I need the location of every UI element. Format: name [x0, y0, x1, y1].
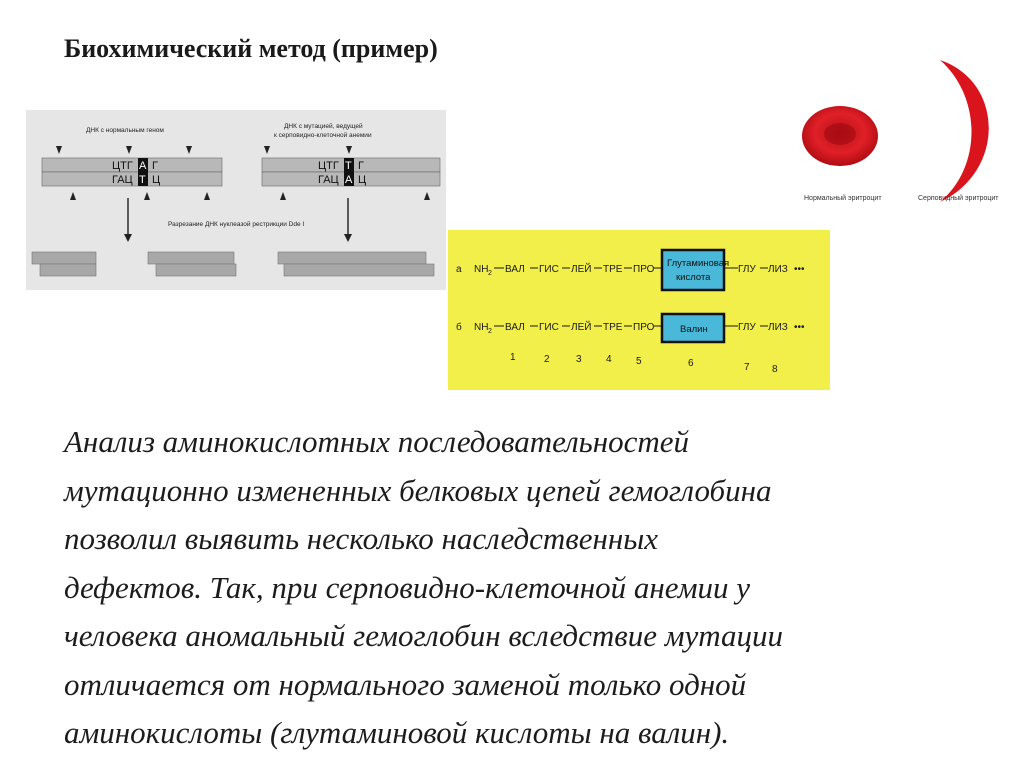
body-line-4: дефектов. Так, при серповидно-клеточной …: [64, 569, 750, 605]
body-line-1: Анализ аминокислотных последовательносте…: [64, 424, 690, 459]
erythrocyte-diagram: Нормальный эритроцит Серповидный эритроц…: [802, 60, 999, 202]
position-number-8: 8: [772, 364, 778, 375]
body-line-7: аминокислоты (глутаминовой кислоты на ва…: [64, 715, 730, 750]
row-a-residue-1: ВАЛ: [505, 264, 525, 275]
protein-chain-figure: а NH 2 ВАЛ ГИС ЛЕЙ ТРЕ ПРО Глутаминовая …: [448, 230, 830, 390]
sickle-erythrocyte-caption: Серповидный эритроцит: [918, 194, 999, 202]
body-paragraph: Анализ аминокислотных последовательносте…: [64, 418, 1004, 758]
dna-normal-strand-bottom: [41, 171, 223, 187]
row-a-box-line-1: Глутаминовая: [667, 258, 729, 269]
dna-mutant-mark-bottom: А: [345, 174, 353, 186]
dna-fragments: [31, 251, 435, 277]
row-a-start: NH: [474, 264, 488, 275]
row-b-start: NH: [474, 322, 488, 333]
sickle-erythrocyte-icon: [940, 60, 989, 202]
dna-mutant-label-2: к серповидно-клеточной анемии: [274, 131, 372, 139]
position-number-5: 5: [636, 356, 642, 367]
dna-mutant-seq-bottom-end: Ц: [358, 174, 366, 186]
row-a-marker: а: [456, 264, 462, 275]
cut-arrows: [124, 198, 352, 242]
normal-erythrocyte-center: [824, 123, 856, 145]
row-a-tail-1: ГЛУ: [738, 264, 756, 275]
dna-normal-mark-bottom: Т: [139, 174, 146, 186]
row-a-residue-3: ЛЕЙ: [571, 262, 591, 275]
body-line-2: мутационно измененных белковых цепей гем…: [64, 472, 772, 508]
row-b-residue-3: ЛЕЙ: [571, 320, 591, 333]
position-number-4: 4: [606, 354, 612, 365]
dna-restriction-figure: ДНК с нормальным геном ДНК с мутацией, в…: [26, 110, 446, 290]
row-b-residue-2: ГИС: [539, 322, 559, 333]
position-number-6: 6: [688, 358, 694, 369]
row-a-residue-4: ТРЕ: [603, 264, 623, 275]
row-a-residue-2: ГИС: [539, 264, 559, 275]
row-a-highlight-box: [660, 248, 726, 292]
row-b-tail-2: ЛИЗ: [768, 322, 788, 333]
dna-normal-label: ДНК с нормальным геном: [86, 127, 164, 134]
row-a-residue-5: ПРО: [633, 264, 655, 275]
dna-normal-seq-top: ЦТГ: [112, 160, 133, 172]
cut-label: Разрезание ДНК нуклеазой рестрикции Dde …: [168, 220, 304, 228]
row-b-residue-5: ПРО: [633, 322, 655, 333]
row-b-tail-1: ГЛУ: [738, 322, 756, 333]
dna-normal-mutation-site: [138, 158, 148, 186]
row-b-box-line-1: Валин: [680, 324, 708, 335]
dna-mutant-label-1: ДНК с мутацией, ведущей: [284, 122, 363, 130]
row-a-dots: •••: [794, 264, 805, 275]
dna-mutant-seq-top-end: Г: [358, 160, 364, 172]
protein-diagram: а NH 2 ВАЛ ГИС ЛЕЙ ТРЕ ПРО Глутаминовая …: [456, 248, 805, 375]
dna-normal-seq-top-end: Г: [152, 160, 158, 172]
row-a-start-sub: 2: [488, 270, 492, 277]
restriction-site-markers-top: [56, 146, 352, 154]
body-line-5: человека аномальный гемоглобин вследстви…: [64, 618, 784, 653]
dna-normal-mark-top: А: [139, 160, 147, 172]
row-b-marker: б: [456, 321, 462, 333]
position-number-3: 3: [576, 354, 582, 365]
erythrocyte-illustrations: Нормальный эритроцит Серповидный эритроц…: [790, 52, 1010, 212]
dna-normal-seq-bottom: ГАЦ: [112, 174, 133, 186]
position-number-1: 1: [510, 352, 516, 363]
row-b-residue-1: ВАЛ: [505, 322, 525, 333]
restriction-site-markers-bottom: [70, 192, 430, 200]
row-b-residue-4: ТРЕ: [603, 322, 623, 333]
slide-title: Биохимический метод (пример): [64, 34, 438, 63]
dna-mutant-seq-top: ЦТГ: [318, 160, 339, 172]
body-line-3: позволил выявить несколько наследственны…: [64, 521, 659, 556]
row-b-highlight-box: [660, 312, 726, 344]
dna-mutant-seq-bottom: ГАЦ: [318, 174, 339, 186]
body-line-6: отличается от нормального заменой только…: [64, 666, 747, 702]
dna-mutant-mutation-site: [344, 158, 354, 186]
row-a-tail-2: ЛИЗ: [768, 264, 788, 275]
dna-diagram: ДНК с нормальным геном ДНК с мутацией, в…: [31, 122, 441, 277]
row-b-dots: •••: [794, 322, 805, 333]
position-number-7: 7: [744, 362, 750, 373]
normal-erythrocyte-caption: Нормальный эритроцит: [804, 194, 882, 202]
row-b-start-sub: 2: [488, 328, 492, 335]
dna-mutant-mark-top: Т: [345, 160, 352, 172]
dna-normal-seq-bottom-end: Ц: [152, 174, 160, 186]
row-a-box-line-2: кислота: [676, 272, 711, 283]
position-number-2: 2: [544, 354, 550, 365]
